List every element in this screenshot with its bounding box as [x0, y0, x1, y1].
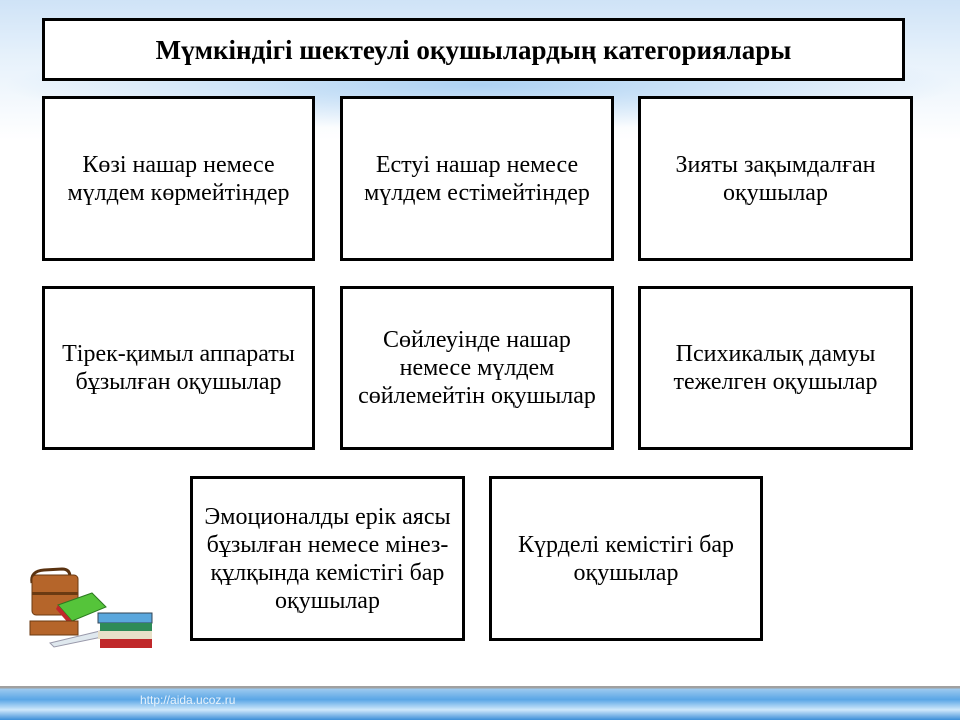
category-box-musculoskeletal: Тірек-қимыл аппараты бұзылған оқушылар	[42, 286, 315, 450]
category-box-mental-development: Психикалық дамуы тежелген оқушылар	[638, 286, 913, 450]
category-box-complex: Күрделі кемістігі бар оқушылар	[489, 476, 763, 641]
footer-bar	[0, 686, 960, 720]
books-briefcase-illustration	[29, 567, 153, 648]
category-box-speech: Сөйлеуінде нашар немесе мүлдем сөйлемейт…	[340, 286, 614, 450]
category-box-intellectual: Зияты зақымдалған оқушылар	[638, 96, 913, 261]
category-box-hearing: Естуі нашар немесе мүлдем естімейтіндер	[340, 96, 614, 261]
category-box-visual: Көзі нашар немесе мүлдем көрмейтіндер	[42, 96, 315, 261]
category-box-emotional: Эмоционалды ерік аясы бұзылған немесе мі…	[190, 476, 465, 641]
slide-title: Мүмкіндігі шектеулі оқушылардың категори…	[42, 18, 905, 81]
footer-url: http://aida.ucoz.ru	[140, 693, 236, 707]
